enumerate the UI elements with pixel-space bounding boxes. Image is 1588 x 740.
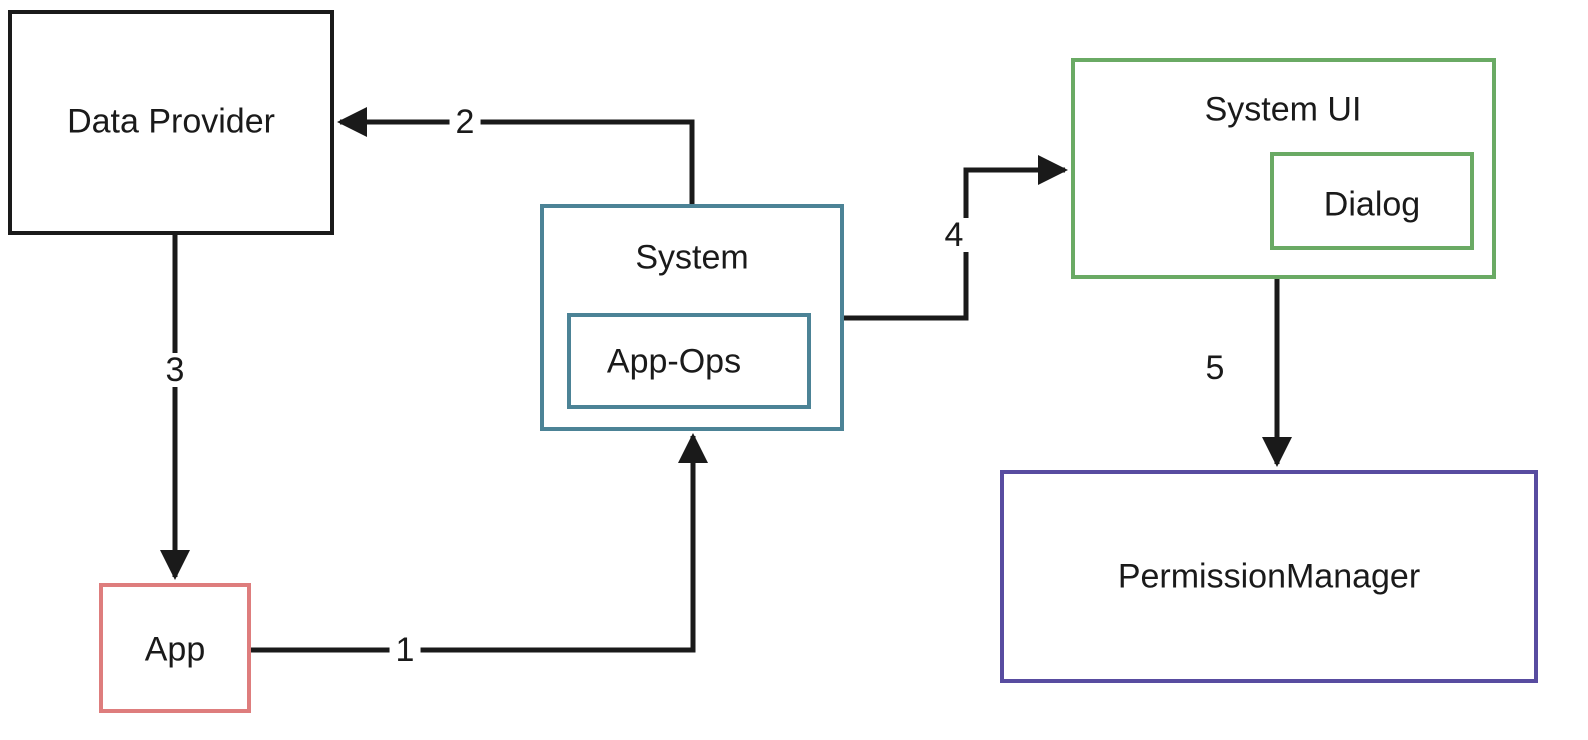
node-dialog[interactable]	[1270, 152, 1474, 250]
edge-label-edge-1: 1	[389, 633, 421, 667]
edge-label-edge-4: 4	[938, 218, 970, 252]
node-label-app-ops: App-Ops	[606, 342, 742, 381]
node-app[interactable]	[99, 583, 251, 713]
node-app-ops[interactable]	[567, 313, 811, 409]
node-label-system: System	[635, 238, 749, 277]
node-permission-manager[interactable]	[1000, 470, 1538, 683]
edge-path-edge-1	[251, 433, 708, 653]
edge-label-edge-2: 2	[449, 105, 481, 139]
node-data-provider[interactable]	[8, 10, 334, 235]
node-label-system-ui: System UI	[1204, 90, 1362, 129]
node-label-data-provider: Data Provider	[67, 102, 275, 141]
node-label-permission-manager: PermissionManager	[1117, 557, 1421, 596]
edge-label-edge-3: 3	[159, 353, 191, 387]
edge-path-edge-2	[337, 107, 695, 204]
node-label-app: App	[144, 630, 206, 669]
edge-label-edge-5: 5	[1199, 351, 1231, 385]
node-label-dialog: Dialog	[1323, 185, 1421, 224]
